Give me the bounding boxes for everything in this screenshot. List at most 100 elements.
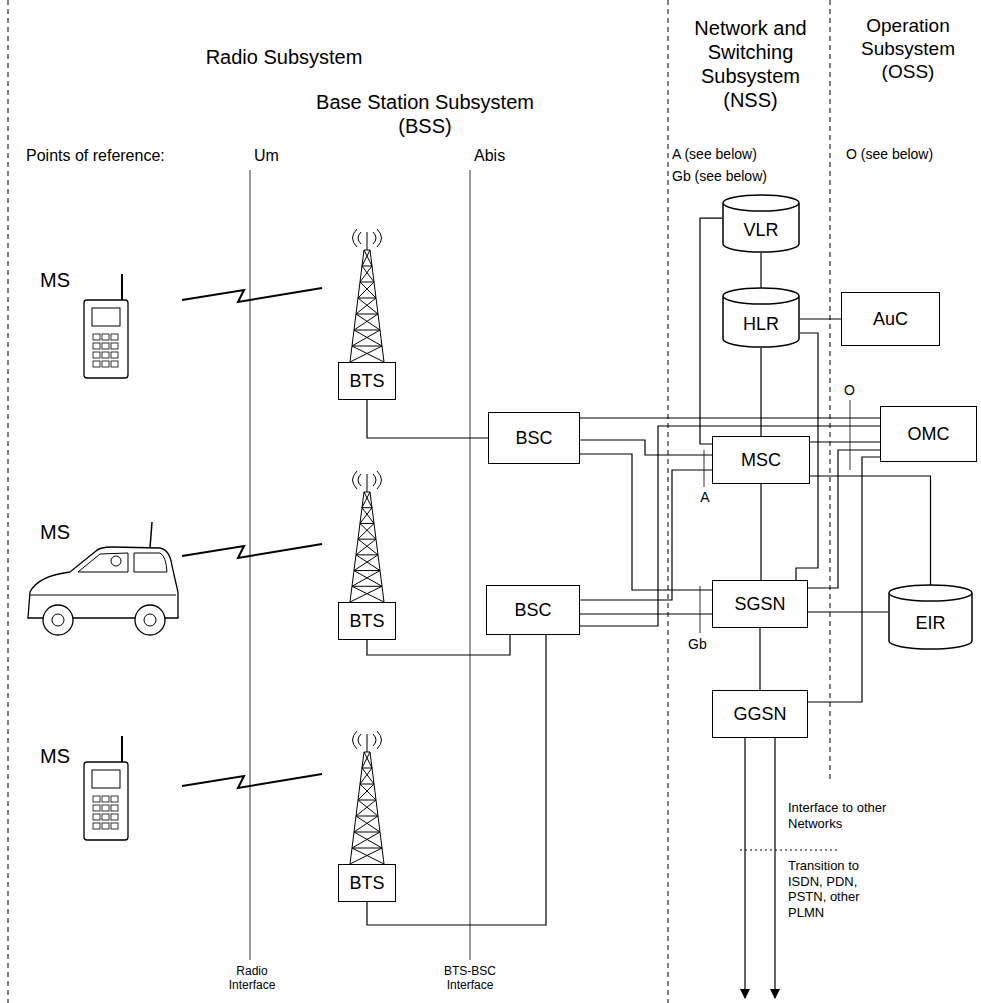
phone-body bbox=[84, 300, 128, 378]
tower-strut bbox=[354, 555, 378, 571]
phone-key bbox=[111, 814, 118, 820]
cylinder-shape bbox=[723, 288, 799, 347]
radio-link bbox=[182, 774, 322, 788]
phone-antenna bbox=[121, 736, 123, 762]
phone-key bbox=[93, 823, 100, 829]
reference-label: Transition to ISDN, PDN, PSTN, other PLM… bbox=[788, 858, 888, 920]
reference-label: Abis bbox=[474, 146, 534, 165]
reference-label: Gb bbox=[688, 636, 718, 653]
tower-strut bbox=[362, 768, 372, 769]
car-wheel bbox=[135, 605, 165, 635]
tower-strut bbox=[352, 330, 380, 346]
phone-key bbox=[102, 352, 109, 358]
tower-strut bbox=[354, 832, 382, 848]
subsystem-heading: Network and Switching Subsystem (NSS) bbox=[683, 16, 818, 112]
tower-strut bbox=[356, 314, 378, 315]
tower-strut bbox=[354, 314, 378, 330]
link-line bbox=[580, 417, 880, 418]
radio-link bbox=[182, 544, 322, 558]
car-wheel bbox=[43, 605, 73, 635]
tower-strut bbox=[352, 586, 384, 602]
subsystem-heading: Radio Subsystem bbox=[174, 45, 394, 69]
reference-label: Gb (see below) bbox=[672, 168, 792, 185]
mobile-phone bbox=[84, 274, 128, 378]
interface-line bbox=[740, 850, 840, 851]
tower-strut bbox=[356, 800, 376, 816]
tower-strut bbox=[362, 507, 372, 508]
tower-strut bbox=[358, 539, 376, 540]
phone-antenna bbox=[121, 274, 123, 300]
element-label: AuC bbox=[873, 309, 908, 330]
link-line bbox=[810, 476, 931, 585]
reference-label: Points of reference: bbox=[26, 146, 226, 165]
link-line bbox=[580, 470, 712, 600]
tower-strut bbox=[364, 250, 372, 266]
element-label: BSC bbox=[514, 600, 551, 621]
phone-key bbox=[93, 805, 100, 811]
reference-tick bbox=[850, 400, 851, 470]
radio-wave bbox=[377, 731, 382, 749]
element-label: BTS bbox=[349, 371, 384, 392]
phone-key bbox=[93, 796, 100, 802]
link-line bbox=[367, 400, 488, 438]
link-line bbox=[808, 611, 888, 612]
network-element-box: SGSN bbox=[712, 580, 808, 628]
tower-strut bbox=[354, 330, 382, 346]
radio-wave bbox=[373, 232, 376, 244]
radio-wave bbox=[353, 731, 358, 749]
radio-link bbox=[182, 288, 322, 302]
element-label: SGSN bbox=[734, 594, 785, 615]
reference-line bbox=[250, 170, 251, 960]
link-line bbox=[700, 218, 722, 444]
tower-strut bbox=[352, 586, 382, 587]
tower-strut bbox=[360, 266, 372, 282]
link-line bbox=[580, 440, 712, 455]
tower-strut bbox=[352, 571, 380, 587]
tower-strut bbox=[356, 816, 378, 817]
element-label: BSC bbox=[515, 428, 552, 449]
phone-key bbox=[93, 361, 100, 367]
reference-label: BTS-BSC Interface bbox=[430, 964, 510, 993]
phone-key bbox=[93, 814, 100, 820]
phone-screen bbox=[92, 308, 120, 326]
tower-strut bbox=[356, 539, 376, 555]
tower-strut bbox=[360, 768, 372, 784]
element-label: BTS bbox=[349, 873, 384, 894]
tower-strut bbox=[356, 816, 380, 832]
link-line bbox=[808, 450, 880, 588]
tower-strut bbox=[350, 346, 382, 362]
tower-strut bbox=[367, 474, 368, 492]
radio-wave bbox=[377, 471, 382, 489]
tower-strut bbox=[354, 571, 382, 587]
mobile-phone bbox=[84, 736, 128, 840]
reference-label: A (see below) bbox=[672, 146, 792, 163]
phone-body bbox=[84, 762, 128, 840]
tower-strut bbox=[364, 492, 372, 508]
antenna-tower bbox=[350, 229, 384, 362]
network-arrow bbox=[744, 738, 745, 998]
link-line bbox=[800, 318, 841, 319]
subsystem-heading: Operation Subsystem (OSS) bbox=[838, 15, 978, 83]
phone-key bbox=[102, 814, 109, 820]
radio-wave bbox=[353, 471, 358, 489]
link-line bbox=[580, 613, 712, 614]
car-hub bbox=[52, 614, 64, 626]
driver bbox=[111, 556, 121, 566]
reference-label: Radio Interface bbox=[212, 964, 292, 993]
tower-strut bbox=[354, 570, 380, 571]
tower-strut bbox=[352, 346, 384, 362]
tower-strut bbox=[352, 848, 382, 849]
link-line bbox=[760, 484, 761, 580]
network-element-box: BTS bbox=[338, 362, 396, 400]
cylinder-shape bbox=[723, 195, 799, 252]
network-element-box: BSC bbox=[488, 412, 580, 464]
tower-strut bbox=[350, 752, 364, 864]
reference-tick bbox=[700, 586, 701, 633]
link-line bbox=[808, 457, 880, 702]
tower-strut bbox=[367, 232, 368, 250]
tower-strut bbox=[362, 752, 370, 768]
network-arrow bbox=[774, 738, 775, 998]
tower-strut bbox=[360, 523, 376, 539]
reference-label: A bbox=[697, 489, 713, 506]
tower-strut bbox=[367, 734, 368, 752]
